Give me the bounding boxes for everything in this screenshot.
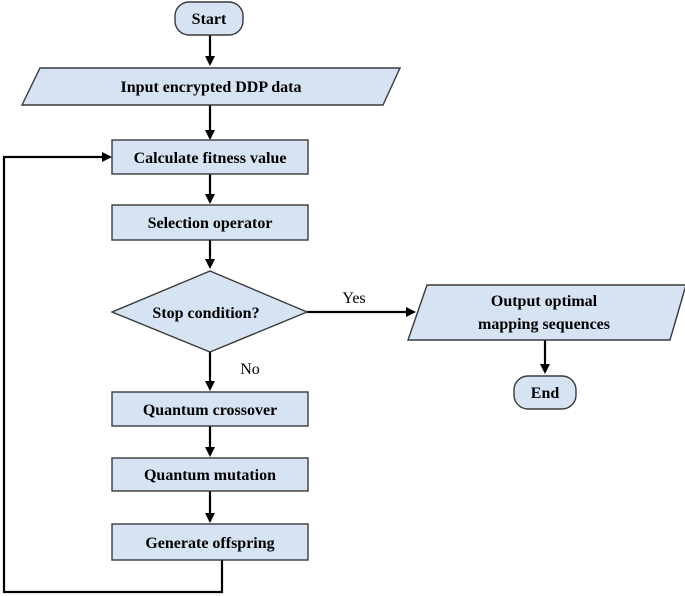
end-node [513,375,577,410]
selection-label: Selection operator [148,215,273,232]
input-node [20,67,402,106]
output-label-line1: Output optimal [491,293,598,310]
output-label-line2: mapping sequences [478,316,610,333]
fitness-node [111,139,309,175]
mutation-label: Quantum mutation [144,467,276,484]
no-label: No [240,361,260,378]
crossover-node [111,391,309,427]
output-node [407,284,685,341]
input-label: Input encrypted DDP data [121,79,302,96]
offspring-node [111,523,309,561]
start-label: Start [192,11,227,28]
offspring-label: Generate offspring [145,535,274,552]
mutation-node [111,457,309,492]
crossover-label: Quantum crossover [143,402,277,419]
fitness-label: Calculate fitness value [134,150,287,167]
decision-node [110,270,309,353]
selection-node [111,204,309,241]
end-label: End [531,385,560,402]
yes-label: Yes [342,290,365,307]
edge-loop-back [2,152,224,594]
decision-label: Stop condition? [152,305,259,322]
start-node [174,1,244,36]
